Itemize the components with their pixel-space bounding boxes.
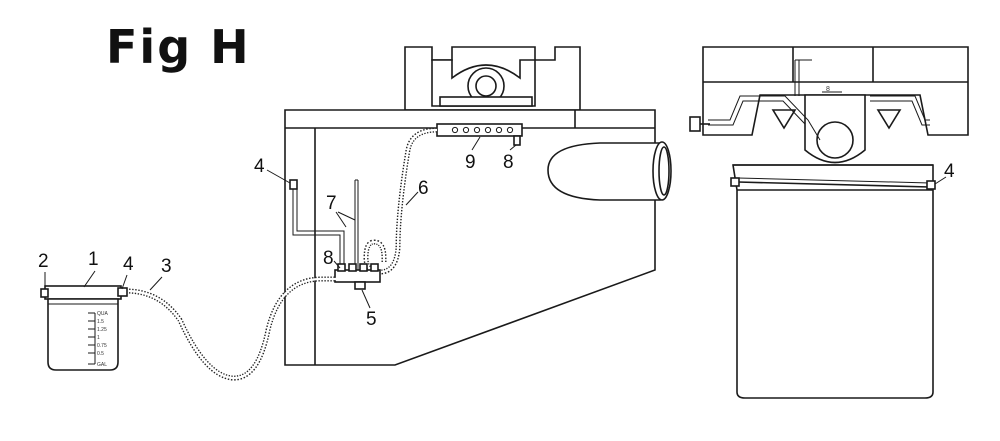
callout-8-manifold: 8 [503,152,514,173]
callout-6: 6 [418,178,429,199]
chute-spout [547,142,661,201]
callout-8-lower: 8 [323,248,334,269]
front-diagonal-tube [737,181,931,188]
reservoir-outlet [117,287,128,297]
front-top-block [702,46,969,136]
machine-side-view [125,46,672,381]
front-bearing [816,121,854,159]
scale-label: 1 [97,335,100,341]
oil-reservoir: QUA 1.5 1.25 1 0.75 0.5 GAL [40,285,128,371]
scale-label: 0.75 [97,343,107,349]
fitting-upper-left [289,179,298,190]
callout-4-front: 4 [944,161,955,182]
callout-3: 3 [161,256,172,277]
notch-right [876,109,902,130]
callout-9: 9 [465,152,476,173]
manifold-plug [513,135,521,146]
front-fitting-left [689,116,701,132]
tube-upper-left [292,189,341,270]
front-pipe-run [708,95,821,141]
bearing-base [439,96,533,107]
scale-label: 1.25 [97,327,107,333]
manifold-outlets [451,126,514,134]
front-fitting-a [730,177,740,187]
figure-title: Fig H [106,20,251,74]
svg-text:8: 8 [826,86,830,93]
scale-label: QUA [97,311,109,317]
scale-label: GAL [97,362,107,368]
reservoir-cap [44,285,122,300]
callout-2: 2 [38,251,49,272]
callouts: 2 1 4 3 4 7 8 5 6 9 8 4 [38,136,955,330]
reservoir-scale: QUA 1.5 1.25 1 0.75 0.5 GAL [88,311,109,368]
callout-4-reservoir: 4 [123,254,134,275]
reservoir-tank [47,298,119,371]
callout-4-fitting: 4 [254,156,265,177]
callout-5: 5 [366,309,377,330]
front-fitting-b [926,180,936,190]
notch-left [771,109,797,130]
front-body [732,164,934,399]
scale-label: 0.5 [97,351,104,357]
chute-opening-inner [658,146,670,196]
callout-1: 1 [88,249,99,270]
machine-front-view: 8 [689,46,969,399]
bearing-bore [475,75,497,97]
reservoir-vent [40,288,49,298]
callout-7: 7 [326,193,337,214]
fitting-8-lower [337,263,346,272]
scale-label: 1.5 [97,319,104,325]
